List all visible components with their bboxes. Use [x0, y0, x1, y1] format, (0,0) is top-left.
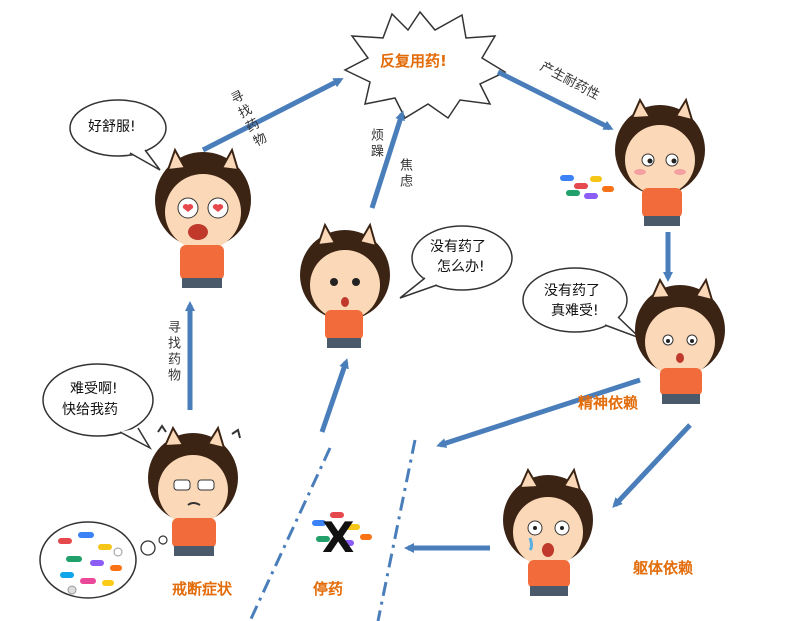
arrow-label-irritable-a: 烦躁 — [368, 128, 383, 160]
bubble-hard-line2: 真难受! — [551, 303, 599, 319]
arrow-stop-to-anxious — [319, 358, 349, 433]
bubble-no-drug-line1: 没有药了 — [430, 239, 486, 255]
bubble-comfortable-text: 好舒服! — [88, 119, 136, 135]
bubble-give-line2: 快给我药 — [62, 402, 118, 418]
arrow-seek-to-center — [201, 77, 344, 153]
character-happy — [155, 147, 251, 288]
arrow-label-seek-left: 寻找药物 — [165, 320, 180, 384]
pills-stopped — [312, 512, 372, 546]
character-anxious — [300, 222, 390, 348]
arrow-anxious-to-center — [369, 110, 405, 209]
arrow-center-to-tolerance — [496, 69, 614, 131]
center-label: 反复用药! — [380, 52, 447, 70]
bubble-give-line1: 难受啊! — [70, 381, 118, 397]
bubble-give — [42, 363, 154, 437]
label-stop-drug: 停药 — [313, 580, 344, 598]
character-mental-dependence — [635, 277, 725, 404]
bubble-hard — [522, 267, 628, 333]
pills-thought — [58, 532, 123, 595]
bubble-no-drug-line2: 怎么办! — [437, 259, 485, 275]
bubble-no-drug — [411, 225, 513, 291]
arrow-label-irritable-b: 焦虑 — [397, 158, 412, 190]
bubble-hard-line1: 没有药了 — [544, 283, 600, 299]
label-mental-dependence: 精神依赖 — [578, 394, 639, 412]
pills-tolerance — [560, 175, 614, 199]
stop-cross: X — [322, 513, 354, 562]
arrows — [185, 69, 692, 553]
speech-bubbles — [39, 99, 641, 599]
label-withdrawal: 戒断症状 — [172, 580, 233, 598]
dashed-dividers — [248, 439, 417, 621]
character-physical-dependence — [503, 467, 593, 596]
arrow-mental-to-physical — [612, 423, 692, 508]
arrow-mental-to-stop — [436, 377, 641, 448]
bubble-comfortable — [69, 99, 167, 157]
label-physical-dependence: 躯体依赖 — [633, 559, 694, 577]
character-tolerance — [615, 97, 705, 226]
center-burst — [343, 10, 507, 120]
character-withdrawal — [148, 424, 241, 556]
